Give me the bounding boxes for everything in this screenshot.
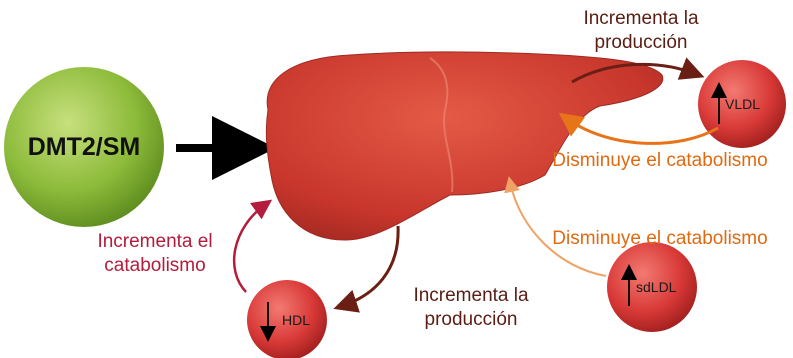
- vldl-catabolism-label: Disminuye el catabolismo: [536, 150, 784, 172]
- sdldl-catabolism-label: Disminuye el catabolismo: [530, 228, 790, 250]
- hdl-production-label-line2: producción: [396, 309, 546, 331]
- hdl-catabolism-label-line2: catabolismo: [80, 255, 230, 277]
- vldl-circle-label: VLDL: [725, 96, 760, 112]
- arrow-hdl-to-liver: [234, 204, 266, 292]
- hdl-circle-label: HDL: [282, 312, 310, 328]
- vldl-production-label-line2: producción: [566, 32, 716, 54]
- liver-shape: [266, 52, 662, 240]
- hdl-catabolism-label-line1: Incrementa el: [80, 231, 230, 253]
- source-label: DMT2/SM: [14, 133, 154, 161]
- vldl-production-label-line1: Incrementa la: [566, 8, 716, 30]
- arrow-vldl-to-liver: [566, 118, 718, 143]
- sdldl-circle-label: sdLDL: [636, 279, 676, 295]
- hdl-production-label-line1: Incrementa la: [396, 285, 546, 307]
